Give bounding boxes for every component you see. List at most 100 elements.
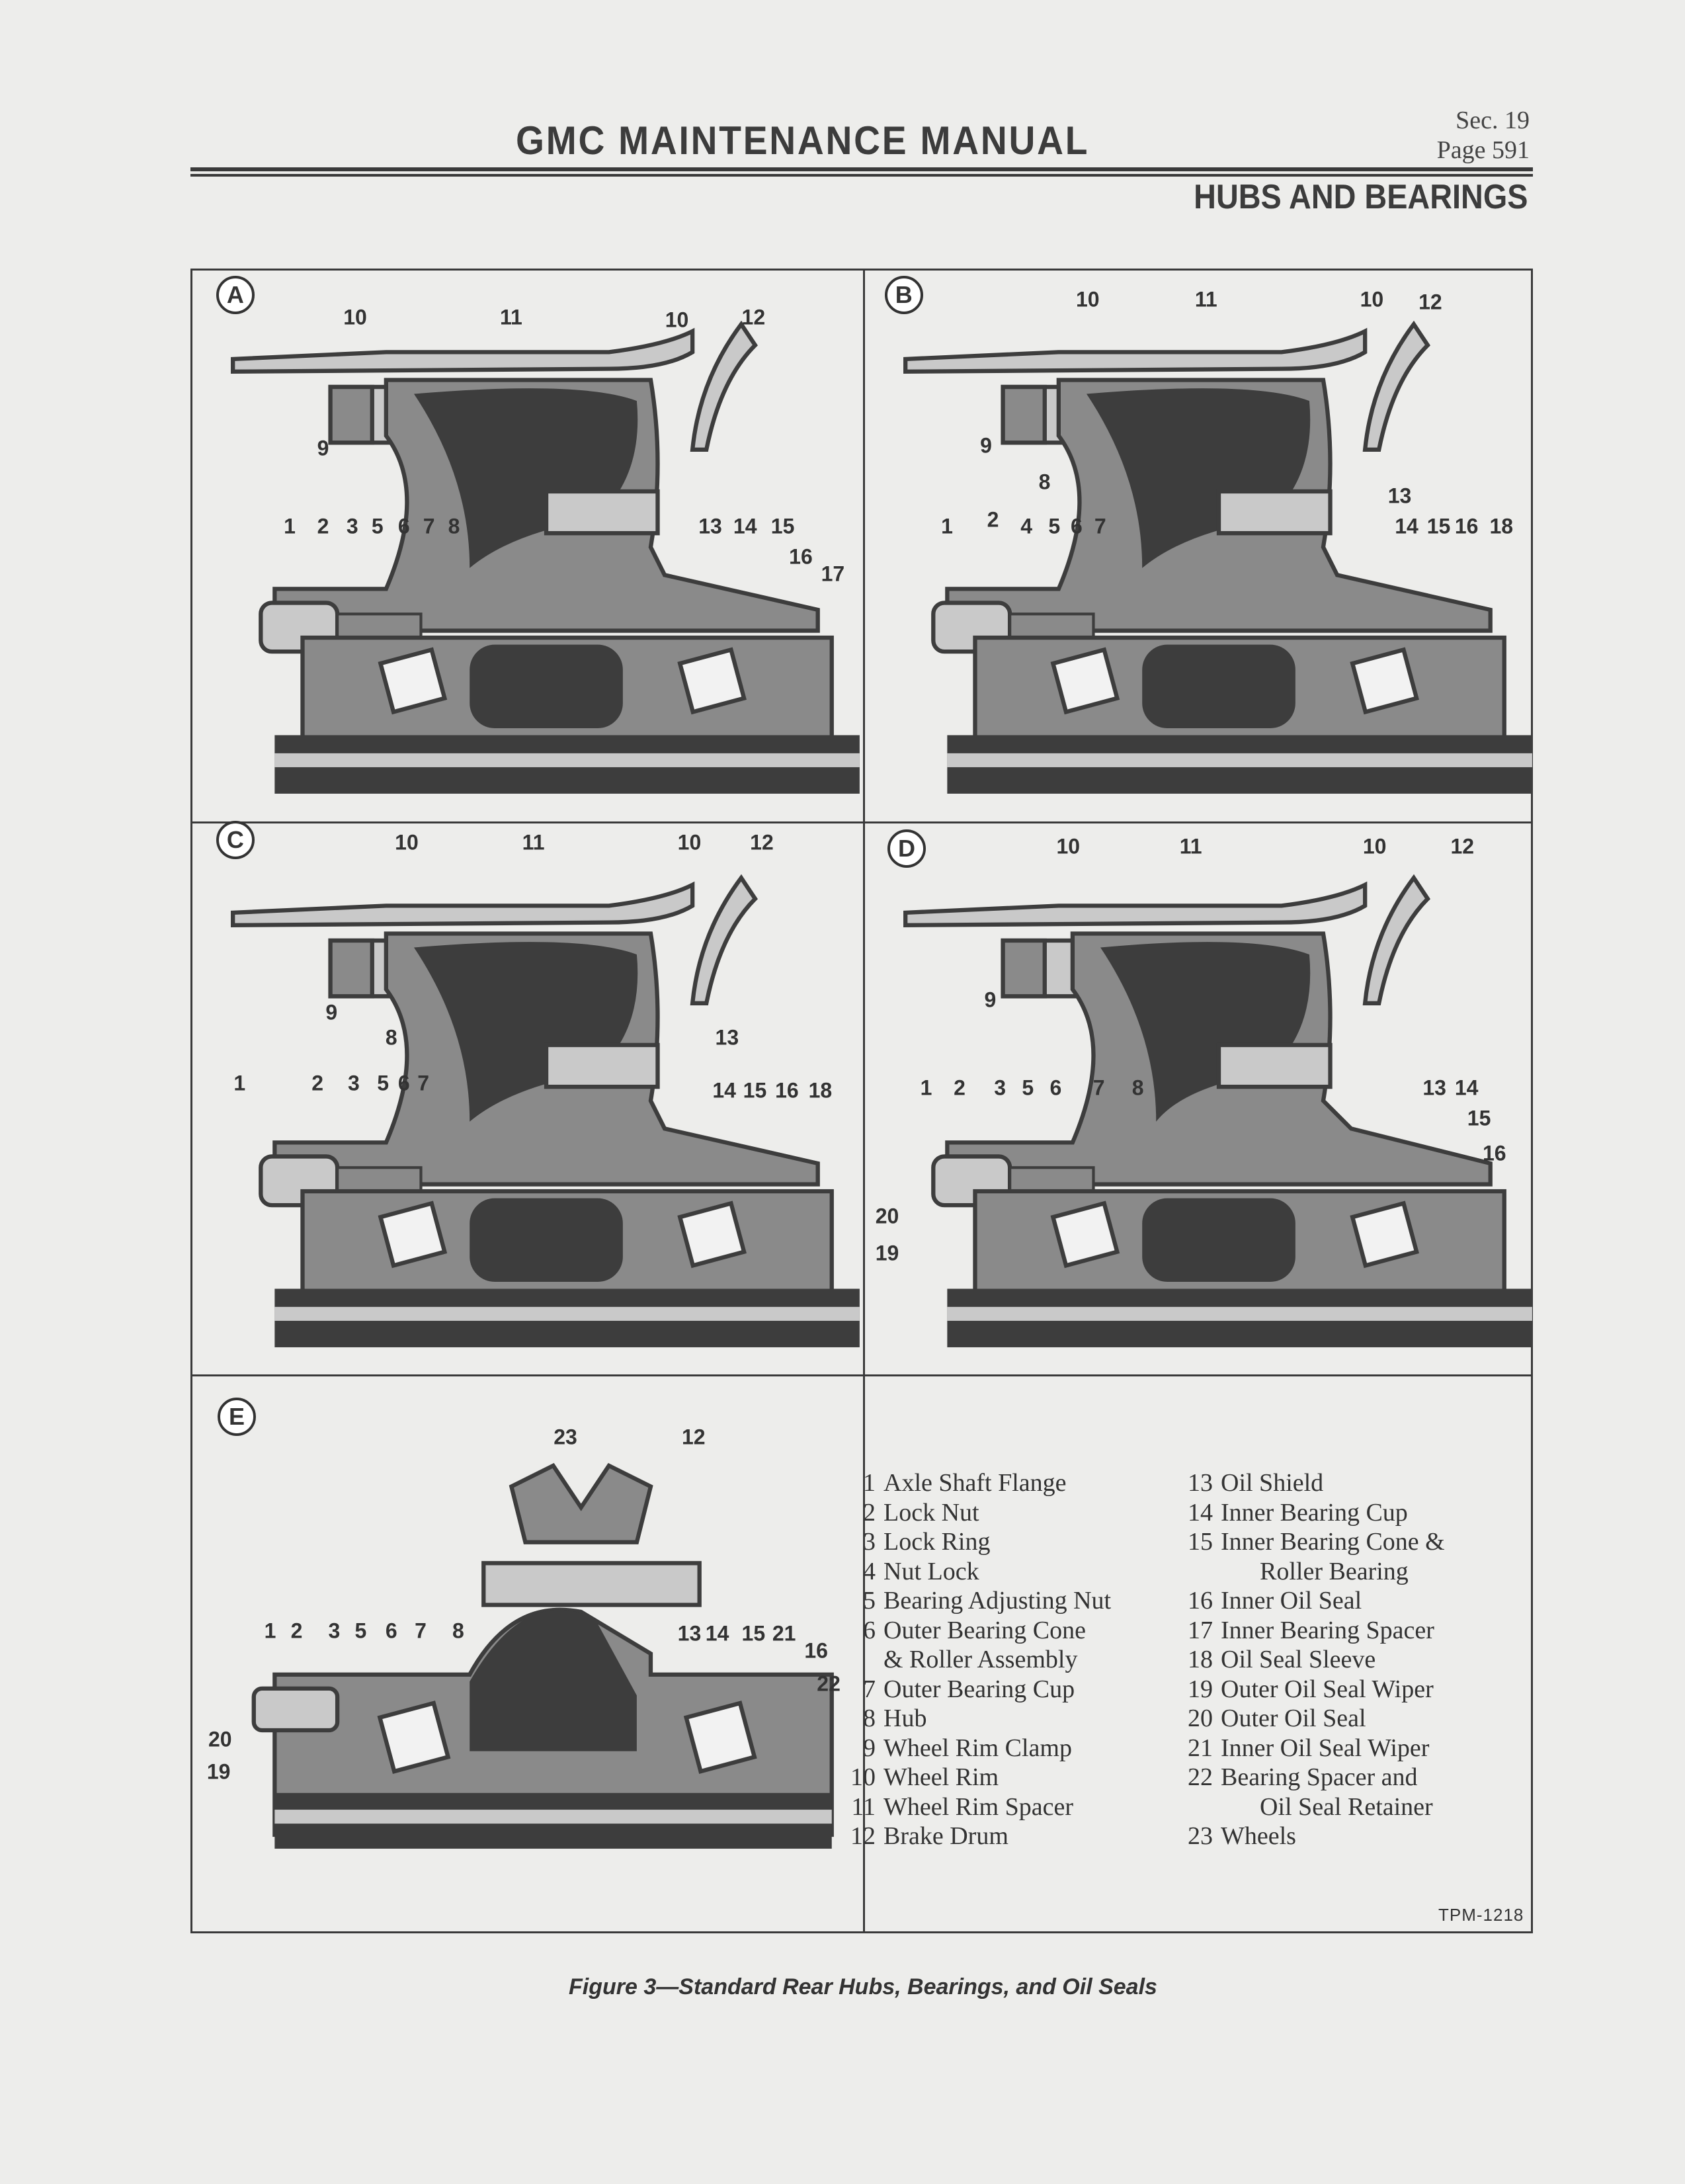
callout-number: 10 <box>1056 834 1081 859</box>
legend-number: 10 <box>850 1763 876 1791</box>
callout-number: 6 <box>397 1071 410 1095</box>
legend-text: Outer Bearing Cup <box>884 1675 1075 1703</box>
legend-text: Wheel Rim <box>884 1763 999 1791</box>
callout-number: 8 <box>1038 470 1051 494</box>
legend-number: 17 <box>1188 1616 1213 1644</box>
callout-number: 6 <box>397 514 410 538</box>
callout-number: 10 <box>1362 834 1387 859</box>
figure-code: TPM-1218 <box>1438 1905 1524 1925</box>
callout-number: 9 <box>980 433 992 458</box>
legend-text: Inner Bearing Cup <box>1221 1498 1408 1527</box>
legend-item: 16 Inner Oil Seal <box>1177 1586 1445 1616</box>
legend-number: 9 <box>863 1734 876 1762</box>
legend-item: 22 Bearing Spacer and <box>1177 1763 1445 1792</box>
legend-number: 7 <box>863 1675 876 1703</box>
legend-number: 22 <box>1188 1763 1213 1791</box>
callout-number: 20 <box>208 1727 232 1751</box>
callout-number: 16 <box>1482 1141 1506 1165</box>
callout-number: 14 <box>705 1621 729 1646</box>
callout-number: 3 <box>994 1075 1006 1100</box>
callout-number: 15 <box>1426 514 1451 538</box>
callout-number: 2 <box>317 514 329 538</box>
legend-text-cont: Roller Bearing <box>1260 1557 1409 1585</box>
callout-number: 15 <box>741 1621 766 1646</box>
legend-text: Inner Oil Seal Wiper <box>1221 1734 1430 1762</box>
callout-number: 1 <box>920 1075 932 1100</box>
callout-number: 19 <box>875 1241 899 1265</box>
callout-number: 10 <box>1075 287 1100 312</box>
header-rule-thin <box>190 174 1533 177</box>
legend-item: 10 Wheel Rim <box>840 1763 1111 1792</box>
callout-number: 1 <box>264 1618 276 1643</box>
legend-text: Brake Drum <box>884 1822 1008 1850</box>
callout-number: 1 <box>941 514 953 538</box>
hub-cross-section-drawing <box>251 1462 834 1849</box>
callout-number: 16 <box>804 1638 828 1663</box>
legend-number: 16 <box>1188 1587 1213 1615</box>
legend-text: Bearing Spacer and <box>1221 1763 1418 1791</box>
legend-item: 7 Outer Bearing Cup <box>840 1675 1111 1704</box>
header-rule <box>190 167 1533 171</box>
legend-number: 6 <box>863 1616 876 1644</box>
legend-text: Outer Oil Seal <box>1221 1704 1366 1732</box>
legend-text: Inner Oil Seal <box>1221 1587 1362 1615</box>
callout-number: 13 <box>677 1621 702 1646</box>
legend-text: Wheels <box>1221 1822 1296 1850</box>
callout-number: 5 <box>1022 1075 1034 1100</box>
legend-number: 4 <box>863 1557 876 1585</box>
legend-item-continuation: Oil Seal Retainer <box>1177 1792 1445 1822</box>
callout-number: 20 <box>875 1204 899 1228</box>
hub-cross-section-drawing <box>230 874 860 1347</box>
legend-text: Lock Ring <box>884 1528 991 1556</box>
callout-number: 2 <box>954 1075 966 1100</box>
section-title: HUBS AND BEARINGS <box>1193 178 1528 216</box>
callout-number: 12 <box>1450 834 1475 859</box>
figure-divider-2 <box>190 1374 1533 1376</box>
legend-number: 13 <box>1188 1469 1213 1497</box>
callout-number: 7 <box>423 514 435 538</box>
callout-number: 17 <box>821 562 845 586</box>
callout-number: 14 <box>733 514 757 538</box>
figure-caption: Figure 3—Standard Rear Hubs, Bearings, a… <box>569 1974 1157 1999</box>
callout-number: 18 <box>808 1078 833 1103</box>
figure-divider-1 <box>190 821 1533 823</box>
legend-text: Lock Nut <box>884 1498 979 1527</box>
figure-divider-vertical <box>863 269 865 1933</box>
callout-number: 22 <box>817 1671 841 1696</box>
legend-text: Outer Bearing Cone <box>884 1616 1087 1644</box>
callout-number: 12 <box>681 1425 706 1449</box>
callout-number: 14 <box>1395 514 1418 538</box>
legend-text: Outer Oil Seal Wiper <box>1221 1675 1434 1703</box>
callout-number: 3 <box>348 1071 360 1095</box>
panel-label: D <box>887 829 926 868</box>
legend-item-continuation: Roller Bearing <box>1177 1557 1445 1587</box>
callout-number: 16 <box>775 1078 799 1103</box>
hub-cross-section-drawing <box>903 321 1532 794</box>
legend-item: 6 Outer Bearing Cone <box>840 1616 1111 1646</box>
callout-number: 13 <box>1387 483 1412 508</box>
callout-number: 13 <box>1422 1075 1446 1100</box>
callout-number: 23 <box>554 1425 577 1449</box>
callout-number: 3 <box>346 514 358 538</box>
callout-number: 10 <box>665 308 689 332</box>
legend-text: Bearing Adjusting Nut <box>884 1587 1112 1615</box>
legend-text: Wheel Rim Spacer <box>884 1792 1074 1821</box>
callout-number: 2 <box>987 507 999 532</box>
